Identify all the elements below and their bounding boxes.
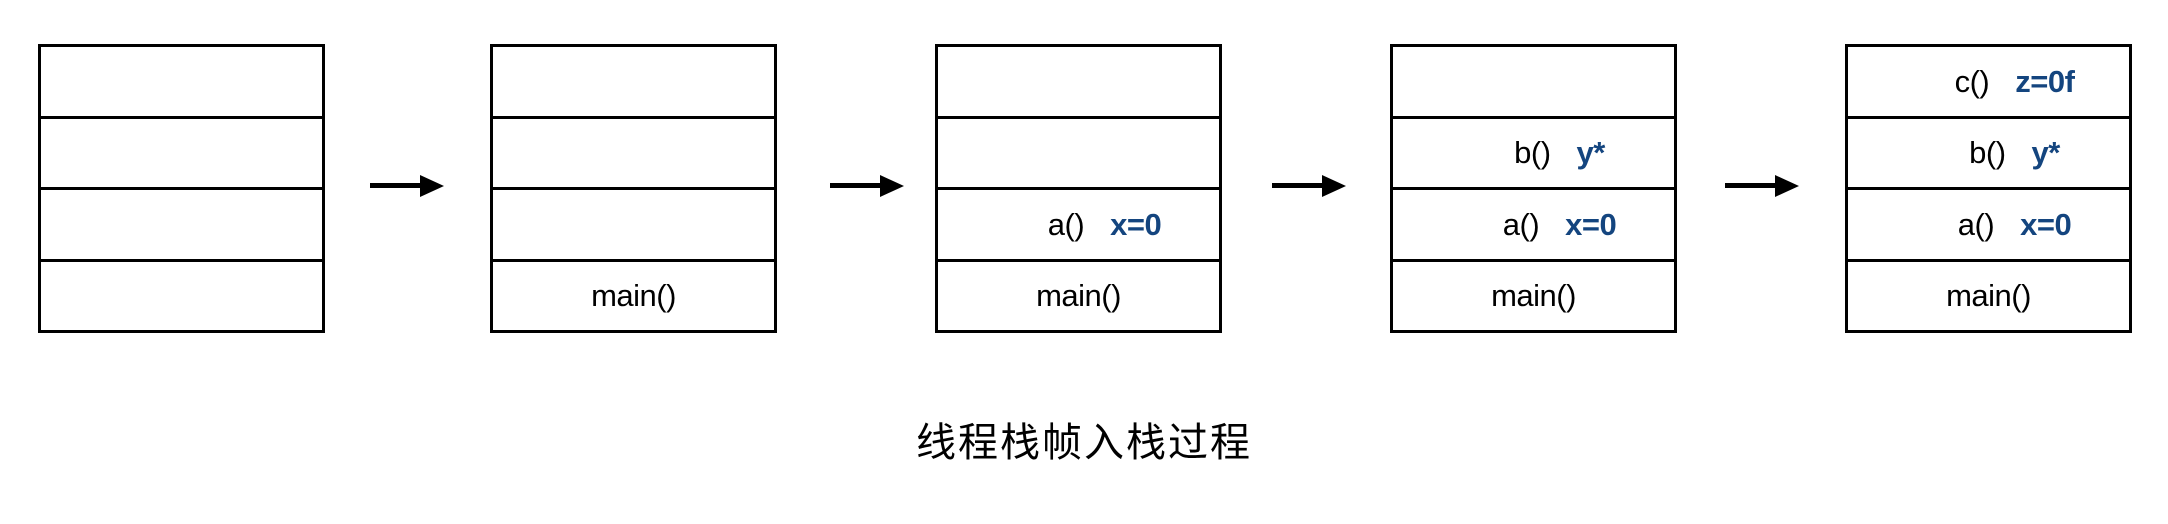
frame-function-name: b() — [1514, 135, 1551, 171]
stack-frame: main() — [938, 261, 1219, 330]
stack-frame: c() z=0f — [1848, 47, 2129, 119]
transition-arrow-icon — [370, 175, 444, 197]
arrow-head — [1322, 175, 1346, 197]
frame-variable-label: y* — [1576, 135, 1606, 171]
stack-frame: a() x=0 — [1393, 190, 1674, 262]
stack-frame-empty — [493, 118, 774, 190]
frame-function-name: b() — [1969, 135, 2006, 171]
frame-function-name: main() — [591, 278, 676, 314]
stack-frame-empty — [938, 118, 1219, 190]
arrow-head — [420, 175, 444, 197]
stack-frame: main() — [493, 261, 774, 330]
arrow-shaft — [1272, 183, 1328, 188]
stack-frame-empty — [41, 261, 322, 330]
transition-arrow-icon — [1725, 175, 1799, 197]
frame-variable-label: y* — [2031, 135, 2061, 171]
stack-frame-empty — [493, 190, 774, 262]
frame-function-name: main() — [1036, 278, 1121, 314]
stack-frame: a() x=0 — [1848, 190, 2129, 262]
frame-variable-label: x=0 — [1565, 206, 1617, 242]
stack-frame-empty — [41, 190, 322, 262]
frame-function-name: main() — [1491, 278, 1576, 314]
frame-variable-label: x=0 — [1110, 206, 1162, 242]
transition-arrow-icon — [1272, 175, 1346, 197]
stack-frame-empty — [938, 47, 1219, 119]
frame-function-name: a() — [1047, 206, 1085, 242]
stack-frame: b() y* — [1393, 118, 1674, 190]
stack-step-4: b() y* a() x=0 main() — [1390, 44, 1677, 333]
stack-frame: b() y* — [1848, 118, 2129, 190]
stack-frame: main() — [1848, 261, 2129, 330]
arrow-shaft — [370, 183, 426, 188]
stack-frame-empty — [41, 118, 322, 190]
frame-function-name: a() — [1502, 206, 1540, 242]
arrow-head — [1775, 175, 1799, 197]
stack-frame-empty — [1393, 47, 1674, 119]
stack-frame-empty — [493, 47, 774, 119]
frame-function-name: main() — [1946, 278, 2031, 314]
diagram-caption: 线程栈帧入栈过程 — [916, 421, 1252, 465]
stack-step-1 — [38, 44, 325, 333]
frame-variable-label: x=0 — [2020, 206, 2072, 242]
stack-frame: a() x=0 — [938, 190, 1219, 262]
arrow-shaft — [1725, 183, 1781, 188]
stack-step-3: a() x=0 main() — [935, 44, 1222, 333]
frame-variable-label: z=0f — [2015, 63, 2075, 99]
stack-frame-empty — [41, 47, 322, 119]
arrow-shaft — [830, 183, 886, 188]
transition-arrow-icon — [830, 175, 904, 197]
stack-frame: main() — [1393, 261, 1674, 330]
arrow-head — [880, 175, 904, 197]
stack-step-2: main() — [490, 44, 777, 333]
frame-function-name: c() — [1954, 63, 1990, 99]
frame-function-name: a() — [1957, 206, 1995, 242]
